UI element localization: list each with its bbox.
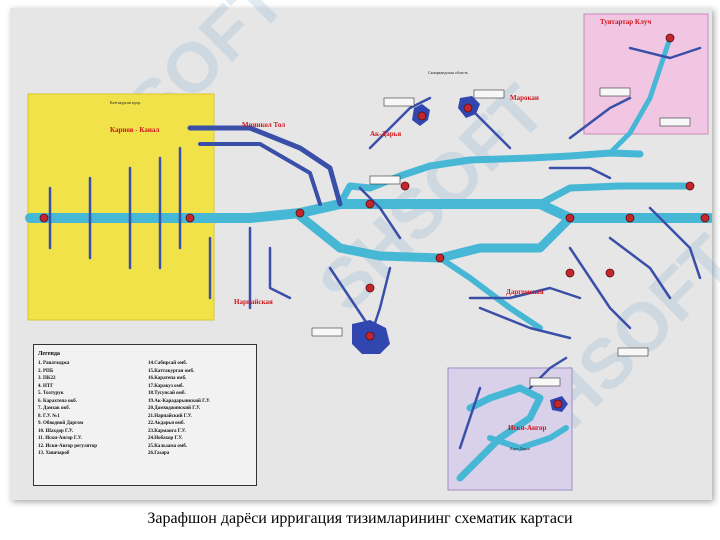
region-label-narpai: Нарпайская [234,298,273,306]
legend-column-left: 1. Раватходжа 2. РПБ 3. ПК22 4. НТГ 5. Тозту… [38,360,97,458]
iski-angor-channel-2 [487,425,569,451]
node [565,213,575,223]
canal-ak-darya [368,96,432,150]
node [365,331,375,341]
label-kattakurgan: Каттакурган вдхр. [110,100,141,105]
legend-item: 9. Обводной Даргом [38,421,84,426]
legend-title: Легенда [38,351,60,357]
node [185,213,195,223]
legend-item: 20.Дамходжинский Г.У. [148,406,201,411]
canal-dargom-2 [478,306,572,340]
node [365,283,375,293]
canal-ne [568,96,632,140]
canal-ak-darya-2 [358,186,402,240]
label-box [369,175,401,185]
river-branch-east [536,182,694,208]
node [295,208,305,218]
legend-item: 25.Кальзама омб. [148,443,187,449]
node [400,181,410,191]
map-canvas [25,13,712,491]
legend-item: 8. Г.У. №1 [38,413,60,419]
river-lower [437,255,543,331]
node [700,213,710,223]
river-northeast [607,35,673,156]
region-label-karnob: Карнов - Канал [110,126,160,134]
legend-item: 12. Иски-Ангор регулятор [38,443,98,449]
legend-item: 23.Карманга Г.У. [148,428,186,434]
legend-item: 14.Сабирсай омб. [148,361,187,366]
legend-item: 7. Дамзак окб. [38,406,70,411]
legend-item: 18.Тусунсай омб. [148,391,186,396]
region-label-iski-angor: Иски-Ангор [508,424,547,432]
label-kara-darya: Кара-Дарья [510,446,530,451]
legend-item: 13. Хишчароб [38,451,70,456]
legend-item: 4. НТГ [38,383,54,389]
canal-marokand [468,106,512,150]
tuyatartar-zone [583,13,709,135]
node [553,399,563,409]
iski-angor-channel [456,384,544,482]
node [605,268,615,278]
region-label-dargom: Даргомская [506,288,544,296]
label-box [599,87,631,97]
legend-item: 15.Каттакурган омб. [148,368,195,374]
label-box [617,347,649,357]
node [365,199,375,209]
node [417,111,427,121]
canal-iski [458,386,482,450]
canal-miankol [187,125,343,207]
legend-item: 24.Нобахор Г.У. [148,436,183,441]
karnob-zone [27,93,215,321]
canal-dargom-3 [568,246,632,330]
node [685,181,695,191]
canal-east-3 [548,166,612,180]
canal-miankol-2 [198,142,322,206]
legend-item: 11. Иски-Ангор Г.У. [38,436,82,441]
irrigation-map: SHSOFT SHSOFT SHSOFT [10,0,720,500]
main-river [25,199,712,223]
node [625,213,635,223]
legend-item: 5. Тозтурук [38,391,64,396]
region-label-miankol: Миянкол Тол [242,121,286,129]
region-label-marokand: Марокан [510,94,539,102]
label-box [383,97,415,107]
canal-south [328,266,372,330]
legend-item: 17.Каракуз омб. [148,383,184,389]
legend-panel: Легенда 1. Раватходжа 2. РПБ 3. ПК22 4. НТГ… [33,344,257,486]
river-branch-south [295,211,575,263]
region-label-tuyatartar: Туятартар Клуч [600,18,652,26]
legend-item: 19.Ак-Карадарьинский Г.У. [148,398,211,404]
legend-item: 1. Раватходжа [38,361,70,366]
node [39,213,49,223]
legend-item: 26.Газара [148,451,170,456]
legend-item: 3. ПК22 [38,376,56,381]
canal-dargom [468,286,582,300]
canal-east [608,236,672,300]
region-label-ak-darya: Ак-Дарья [370,130,402,138]
label-box [473,89,505,99]
node [565,268,575,278]
label-box [659,117,691,127]
label-box [529,377,561,387]
region-label-samarkand: Самаркандская область [428,70,468,75]
legend-item: 16.Каратепа омб. [148,376,187,381]
legend-item: 22.Акдарья омб. [148,421,185,426]
node [435,253,445,263]
canal-east-2 [648,206,702,280]
legend-item: 2. РПБ [38,368,54,374]
node [665,33,675,43]
legend-column-right: 14.Сабирсай омб. 15.Каттакурган омб. 16.Ка… [148,360,210,458]
label-box [311,327,343,337]
legend-item: 21.Нарпайский Г.У. [148,413,192,419]
map-caption: Зарафшон дарёси ирригация тизимларининг … [147,510,573,527]
canal-narpai-3 [268,246,292,300]
node [463,103,473,113]
canal-ne-2 [628,46,702,60]
legend-item: 6. Карахтепа окб. [38,398,78,404]
legend-item: 10. Шахдор Г.У. [38,428,74,434]
